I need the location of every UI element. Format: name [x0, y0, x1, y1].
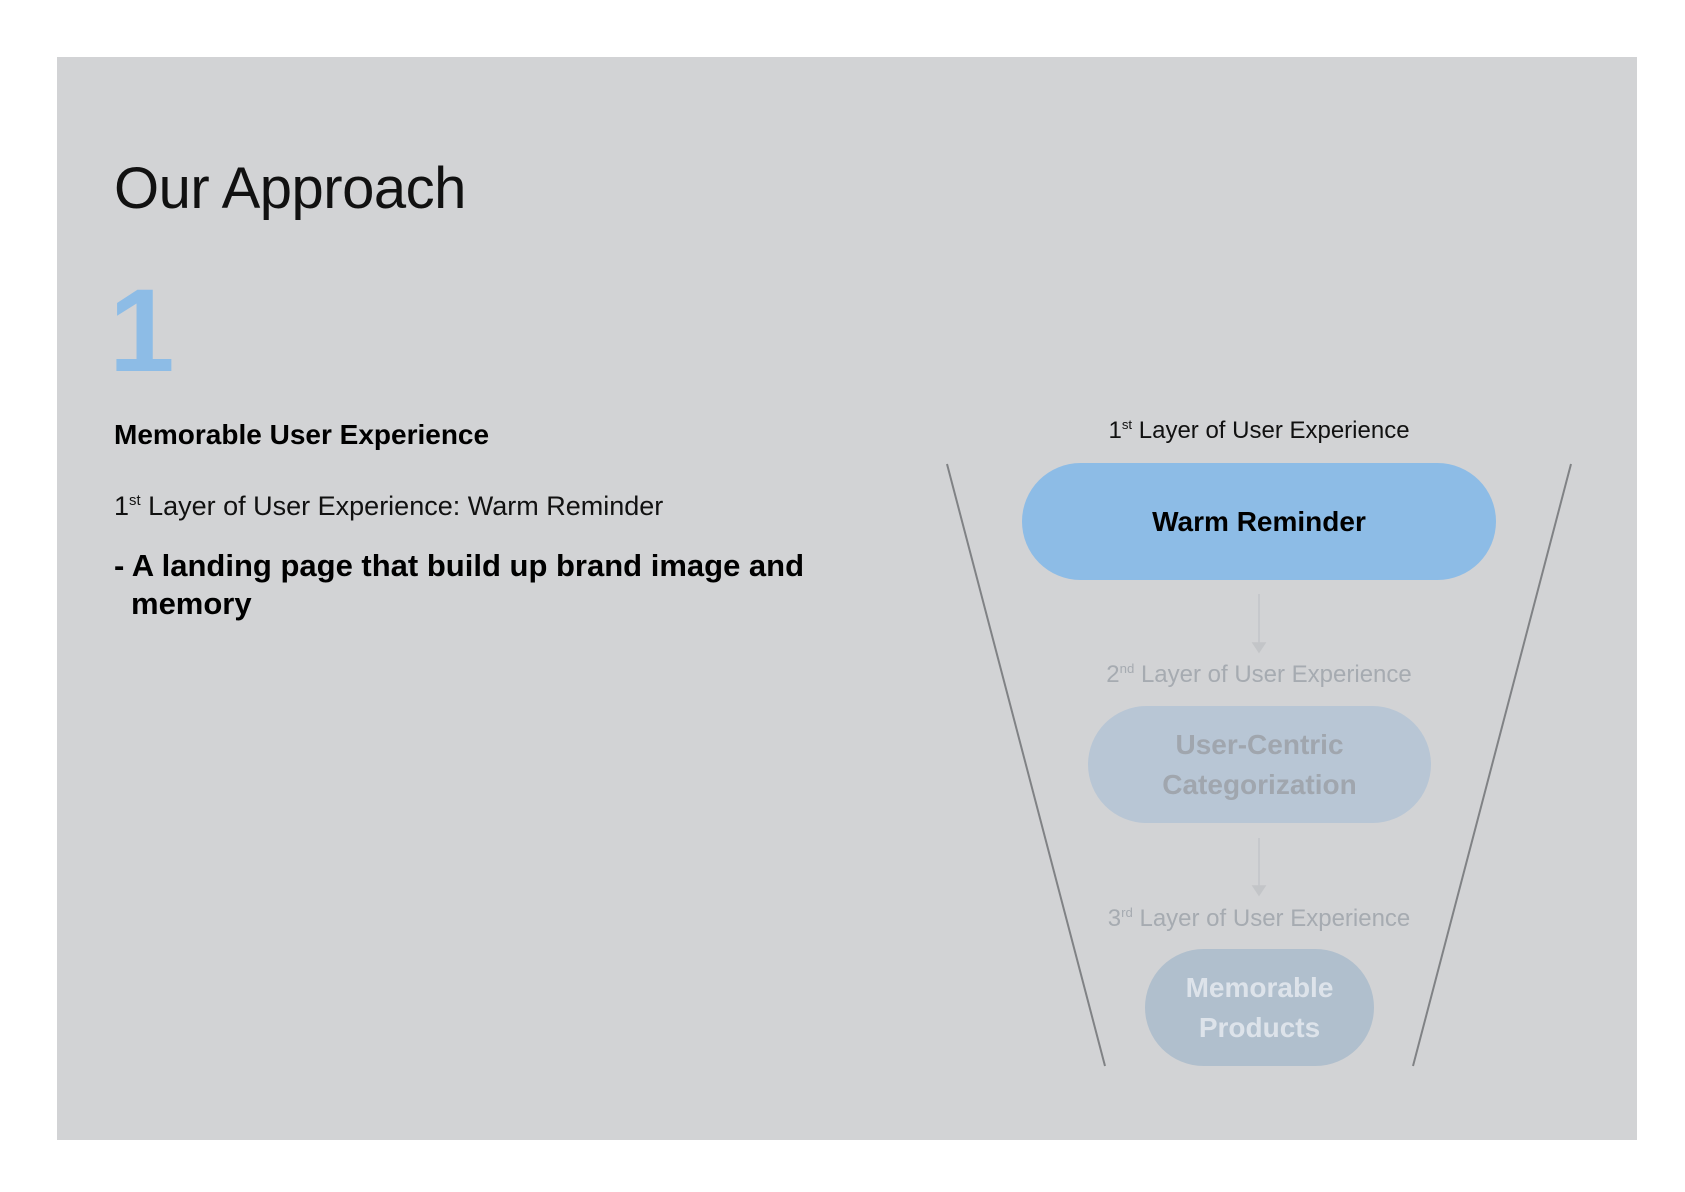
layer-description-sup: st: [129, 493, 141, 509]
layer-description-num: 1: [114, 491, 130, 521]
layer-description: 1st Layer of User Experience: Warm Remin…: [114, 491, 663, 522]
pill-memorable-products: Memorable Products: [1145, 949, 1374, 1066]
layer-label-3-text: Layer of User Experience: [1132, 905, 1411, 932]
page-title: Our Approach: [114, 156, 466, 221]
layer-label-2-num: 2: [1106, 661, 1120, 688]
layer-label-1-sup: st: [1121, 417, 1133, 432]
step-number: 1: [109, 265, 175, 397]
layer-label-1-num: 1: [1108, 417, 1122, 444]
layer-label-2-text: Layer of User Experience: [1134, 661, 1412, 688]
layer-label-3-num: 3: [1107, 905, 1122, 932]
layer-label-3-sup: rd: [1121, 905, 1133, 920]
layer-label-2: 2nd Layer of User Experience: [1009, 661, 1509, 689]
pill-warm-reminder: Warm Reminder: [1022, 463, 1496, 580]
bullet-point: - A landing page that build up brand ima…: [114, 548, 805, 621]
pill-user-centric-categorization: User-Centric Categorization: [1088, 706, 1431, 823]
arrow-2: [1251, 838, 1267, 897]
layer-label-2-sup: nd: [1119, 661, 1135, 676]
layer-label-1: 1st Layer of User Experience: [1009, 417, 1509, 445]
layer-label-3: 3rd Layer of User Experience: [1009, 905, 1509, 933]
layer-description-text: Layer of User Experience: Warm Reminder: [140, 491, 664, 521]
section-subheading: Memorable User Experience: [114, 419, 490, 450]
layer-label-1-text: Layer of User Experience: [1132, 417, 1410, 444]
slide: Our Approach 1 Memorable User Experience…: [57, 57, 1637, 1140]
arrow-1: [1251, 594, 1267, 654]
